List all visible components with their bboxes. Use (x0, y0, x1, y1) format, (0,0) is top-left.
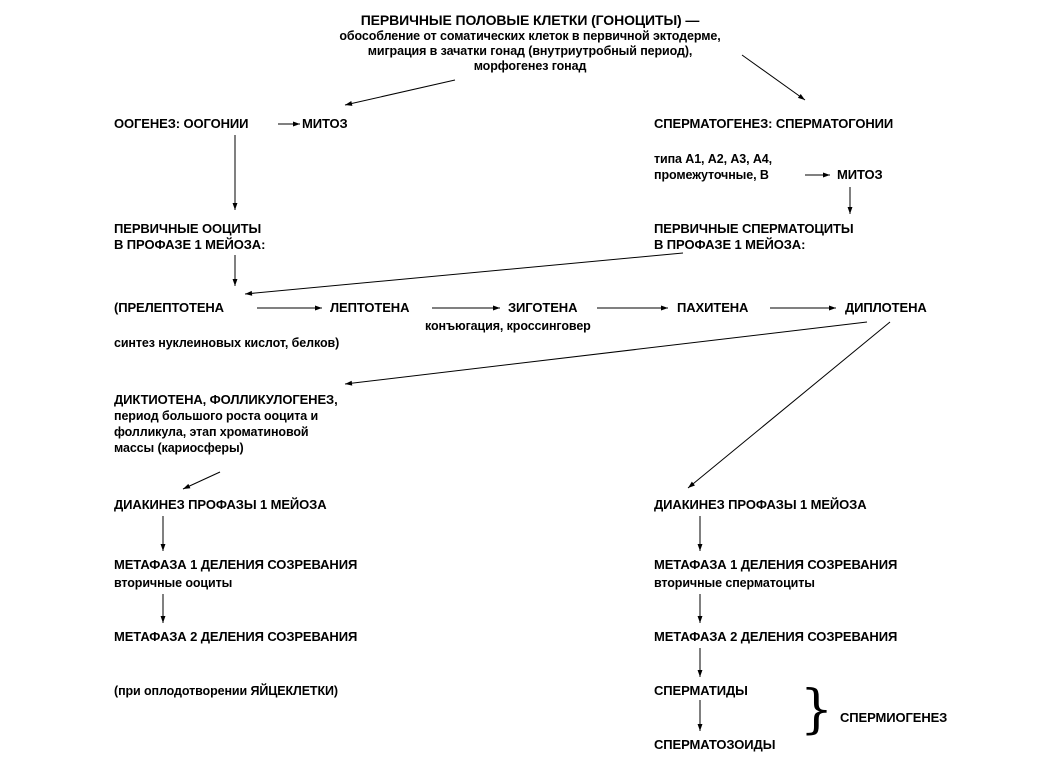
dictyotene-line-1: ДИКТИОТЕНА, ФОЛЛИКУЛОГЕНЕЗ, (114, 392, 338, 407)
primary-spermatocytes-line-1: ПЕРВИЧНЫЕ СПЕРМАТОЦИТЫ (654, 221, 854, 236)
header-title: ПЕРВИЧНЫЕ ПОЛОВЫЕ КЛЕТКИ (ГОНОЦИТЫ) — (360, 12, 700, 28)
spermatids: СПЕРМАТИДЫ (654, 683, 748, 698)
stage-diplotene: ДИПЛОТЕНА (845, 300, 927, 315)
oogenesis-metaphase-2: МЕТАФАЗА 2 ДЕЛЕНИЯ СОЗРЕВАНИЯ (114, 629, 358, 644)
spermiogenesis-label: СПЕРМИОГЕНЕЗ (840, 710, 948, 725)
primary-oocytes-line-2: В ПРОФАЗЕ 1 МЕЙОЗА: (114, 237, 266, 252)
spermatogenesis-diakinesis: ДИАКИНЕЗ ПРОФАЗЫ 1 МЕЙОЗА (654, 497, 867, 512)
spermatogenesis-title: СПЕРМАТОГЕНЕЗ: СПЕРМАТОГОНИИ (654, 116, 894, 131)
arrow-header-to-oogenesis (344, 79, 456, 106)
oogenesis-diakinesis: ДИАКИНЕЗ ПРОФАЗЫ 1 МЕЙОЗА (114, 497, 327, 512)
spermiogenesis-brace: } (800, 680, 834, 740)
dictyotene-block: ДИКТИОТЕНА, ФОЛЛИКУЛОГЕНЕЗ, период больш… (114, 392, 338, 456)
dictyotene-line-2: период большого роста ооцита и (114, 409, 319, 423)
stage-preleptotene: (ПРЕЛЕПТОТЕНА (114, 300, 224, 315)
arrow-diplotene-to-spermatogenesis-diakinesis (687, 321, 891, 489)
spermatozoa: СПЕРМАТОЗОИДЫ (654, 737, 776, 752)
header-block: ПЕРВИЧНЫЕ ПОЛОВЫЕ КЛЕТКИ (ГОНОЦИТЫ) — об… (250, 12, 810, 74)
header-line-3: миграция в зачатки гонад (внутриутробный… (367, 44, 693, 58)
fertilization-note: (при оплодотворении ЯЙЦЕКЛЕТКИ) (114, 684, 338, 698)
primary-oocytes-line-1: ПЕРВИЧНЫЕ ООЦИТЫ (114, 221, 262, 236)
oogenesis-mitosis: МИТОЗ (302, 116, 348, 131)
arrow-diplotene-to-dictyotene (344, 321, 868, 386)
conjugation-note: конъюгация, кроссинговер (425, 319, 591, 333)
stage-pachytene: ПАХИТЕНА (677, 300, 749, 315)
spermatogonia-types-line-1: типа А1, А2, А3, А4, (654, 152, 773, 166)
spermatogenesis-metaphase-2: МЕТАФАЗА 2 ДЕЛЕНИЯ СОЗРЕВАНИЯ (654, 629, 898, 644)
spermatogonia-types: типа А1, А2, А3, А4, промежуточные, В (654, 151, 772, 183)
primary-spermatocytes: ПЕРВИЧНЫЕ СПЕРМАТОЦИТЫ В ПРОФАЗЕ 1 МЕЙОЗ… (654, 221, 854, 253)
spermatogonia-types-line-2: промежуточные, В (654, 168, 769, 182)
oogenesis-title: ООГЕНЕЗ: ООГОНИИ (114, 116, 249, 131)
synthesis-note: синтез нуклеиновых кислот, белков) (114, 336, 340, 350)
dictyotene-line-4: массы (кариосферы) (114, 441, 244, 455)
arrow-header-to-spermatogenesis (741, 54, 806, 101)
secondary-oocytes: вторичные ооциты (114, 576, 233, 590)
stage-zygotene: ЗИГОТЕНА (508, 300, 578, 315)
primary-oocytes: ПЕРВИЧНЫЕ ООЦИТЫ В ПРОФАЗЕ 1 МЕЙОЗА: (114, 221, 265, 253)
arrow-primary-spermatocytes-to-preleptotene (244, 252, 684, 296)
dictyotene-line-3: фолликула, этап хроматиновой (114, 425, 309, 439)
spermatogenesis-metaphase-1: МЕТАФАЗА 1 ДЕЛЕНИЯ СОЗРЕВАНИЯ (654, 557, 898, 572)
arrow-dictyotene-to-diakinesis (182, 471, 221, 490)
primary-spermatocytes-line-2: В ПРОФАЗЕ 1 МЕЙОЗА: (654, 237, 806, 252)
spermatogenesis-mitosis: МИТОЗ (837, 167, 883, 182)
header-line-4: морфогенез гонад (473, 59, 587, 73)
secondary-spermatocytes: вторичные сперматоциты (654, 576, 815, 590)
header-line-2: обособление от соматических клеток в пер… (339, 29, 721, 43)
oogenesis-metaphase-1: МЕТАФАЗА 1 ДЕЛЕНИЯ СОЗРЕВАНИЯ (114, 557, 358, 572)
stage-leptotene: ЛЕПТОТЕНА (330, 300, 410, 315)
